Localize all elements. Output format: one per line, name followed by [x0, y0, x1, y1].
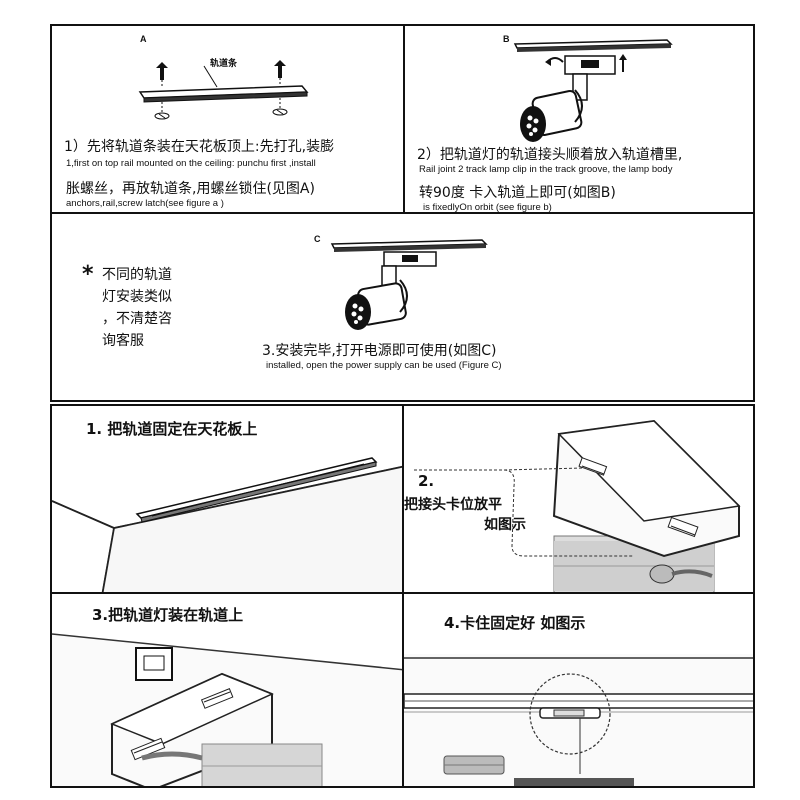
note-line: 不同的轨道 [102, 267, 172, 283]
note-star: * [82, 262, 94, 287]
lamp-installed-illustration-c [330, 239, 488, 330]
photo-step-3: 3.把轨道灯装在轨道上 [50, 592, 404, 788]
step1-text-cn-line2: 胀螺丝，再放轨道条,用螺丝锁住(见图A) [66, 181, 315, 197]
photo-2-caption-number: 2. [418, 472, 435, 490]
rail-mount-illustration-a [138, 60, 309, 120]
photo-step-2: 2. 把接头卡位放平 如图示 [402, 404, 755, 594]
step2-text-cn-line1: 2）把轨道灯的轨道接头顺着放入轨道槽里, [417, 147, 683, 163]
step1-text-cn-line1: 1）先将轨道条装在天花板顶上:先打孔,装膨 [64, 139, 335, 155]
panel-a: A 轨道条 1）先将轨道条装在天花板顶上:先打孔,装膨 1,first on t… [50, 24, 405, 214]
figure-label-b: B [503, 34, 510, 44]
ceiling-rail-photo [52, 406, 402, 592]
locked-lamp-photo [404, 654, 753, 786]
photo-step-4: 4.卡住固定好 如图示 [402, 592, 755, 788]
photo-4-caption: 4.卡住固定好 如图示 [444, 614, 586, 632]
step3-text-cn: 3.安装完毕,打开电源即可使用(如图C) [262, 343, 497, 359]
photo-2-caption-line1: 把接头卡位放平 [404, 497, 502, 513]
photo-step-1: 1. 把轨道固定在天花板上 [50, 404, 404, 594]
step2-text-en-line1: Rail joint 2 track lamp clip in the trac… [419, 164, 673, 175]
rail-strip-label: 轨道条 [210, 58, 238, 68]
step1-text-en-line2: anchors,rail,screw latch(see figure a ) [66, 198, 224, 209]
note-line: ，不清楚咨 [102, 311, 172, 327]
lamp-on-rail-photo [52, 633, 402, 786]
photo-3-caption: 3.把轨道灯装在轨道上 [92, 606, 244, 624]
customer-service-note: 不同的轨道 灯安装类似 ，不清楚咨 询客服 [102, 264, 172, 352]
step2-text-en-line2: is fixedlyOn orbit (see figure b) [423, 202, 552, 213]
lamp-install-illustration-b [513, 39, 673, 142]
step2-text-cn-line2: 转90度 卡入轨道上即可(如图B) [419, 185, 616, 201]
note-line: 询客服 [102, 333, 144, 349]
panel-c: C * 不同的轨道 灯安装类似 ，不清楚咨 询客服 3.安装完毕,打开电源即可使… [50, 212, 755, 402]
figure-label-c: C [314, 234, 321, 244]
figure-label-a: A [140, 34, 147, 44]
adapter-flat-photo [414, 419, 741, 592]
photo-2-caption-line2: 如图示 [484, 517, 526, 533]
step3-text-en: installed, open the power supply can be … [266, 360, 502, 371]
note-line: 灯安装类似 [102, 289, 172, 305]
photo-1-caption: 1. 把轨道固定在天花板上 [86, 420, 258, 438]
panel-b: B 2）把轨道灯的轨道接头顺着放入轨道槽里, Rail joint 2 trac… [403, 24, 755, 214]
step1-text-en-line1: 1,first on top rail mounted on the ceili… [66, 158, 316, 169]
